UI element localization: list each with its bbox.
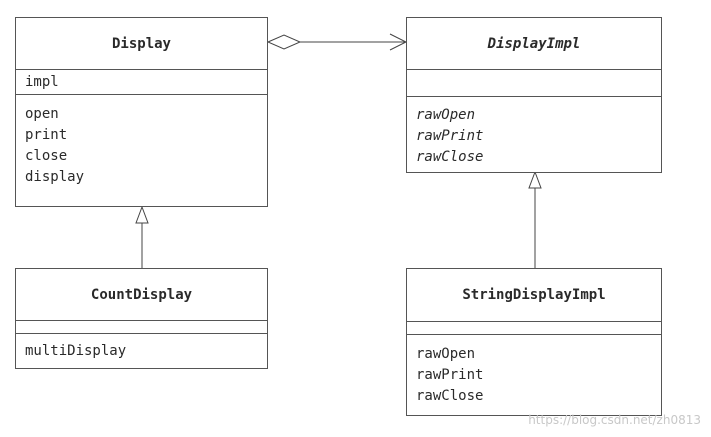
class-methods: open print close display: [16, 95, 267, 194]
class-name: DisplayImpl: [407, 18, 661, 70]
class-display: Display impl open print close display: [15, 17, 268, 207]
method-item: multiDisplay: [25, 343, 127, 359]
class-name: StringDisplayImpl: [407, 269, 661, 322]
method-item: rawClose: [416, 149, 484, 165]
method-item: display: [25, 169, 85, 185]
class-fields: impl: [16, 70, 267, 95]
inheritance-triangle-icon: [528, 170, 542, 189]
method-item: rawClose: [416, 388, 484, 404]
method-item: close: [25, 148, 68, 164]
class-count-display: CountDisplay multiDisplay: [15, 268, 268, 369]
method-item: open: [25, 106, 59, 122]
class-name: Display: [16, 18, 267, 70]
watermark-text: https://blog.csdn.net/zh0813: [528, 413, 701, 427]
method-item: rawPrint: [416, 128, 484, 144]
class-fields: [407, 70, 661, 97]
inheritance-triangle-icon: [135, 205, 149, 224]
class-string-display-impl: StringDisplayImpl rawOpen rawPrint rawCl…: [406, 268, 662, 416]
class-fields: [16, 321, 267, 334]
method-item: rawPrint: [416, 367, 484, 383]
class-methods: multiDisplay: [16, 334, 267, 368]
field-item: impl: [25, 74, 59, 90]
method-item: print: [25, 127, 68, 143]
class-fields: [407, 322, 661, 335]
method-item: rawOpen: [416, 346, 476, 362]
method-item: rawOpen: [416, 107, 476, 123]
class-display-impl: DisplayImpl rawOpen rawPrint rawClose: [406, 17, 662, 173]
class-methods: rawOpen rawPrint rawClose: [407, 335, 661, 413]
class-name: CountDisplay: [16, 269, 267, 321]
class-methods: rawOpen rawPrint rawClose: [407, 97, 661, 174]
aggregation-diamond-icon: [266, 34, 302, 50]
